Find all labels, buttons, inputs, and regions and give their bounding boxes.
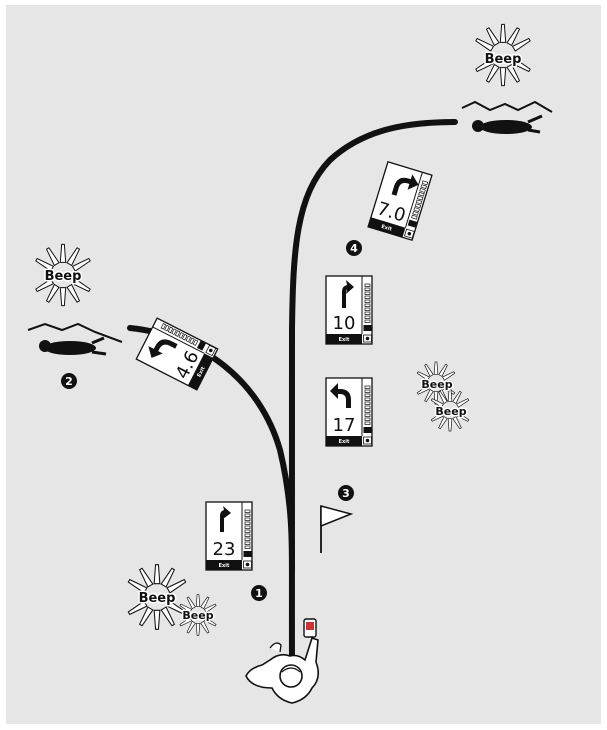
svg-text:4: 4 <box>350 242 358 255</box>
beep-label: Beep <box>421 378 452 391</box>
exit-label: Exit <box>196 365 207 378</box>
right-turn-icon <box>391 174 419 196</box>
svg-text:3: 3 <box>342 487 350 500</box>
gps-screen-2: 4.6 Exit <box>135 317 219 391</box>
beep-burst-middle-right: Beep Beep <box>416 361 470 432</box>
player-prone-icon <box>27 322 123 356</box>
gps-screen-5: 7.0 Exit <box>367 161 433 241</box>
distance-value: 23 <box>213 539 236 560</box>
gps-screen-3: 17 Exit <box>325 377 373 447</box>
exit-label: Exit <box>339 439 350 445</box>
exit-label: Exit <box>380 224 393 233</box>
left-turn-icon <box>330 383 351 408</box>
left-turn-icon <box>148 339 178 358</box>
straight-right-icon <box>342 280 354 308</box>
exit-label: Exit <box>339 337 350 343</box>
distance-value: 17 <box>333 415 356 436</box>
player-prone-icon <box>461 100 553 134</box>
beep-burst-left: Beep <box>34 243 92 307</box>
beep-label: Beep <box>182 609 213 622</box>
beep-label: Beep <box>435 405 466 418</box>
marker-4: 4 <box>346 240 362 256</box>
gps-screen-4: 10 Exit <box>325 275 373 345</box>
flag-icon <box>320 505 354 553</box>
marker-1: 1 <box>251 585 267 601</box>
exit-label: Exit <box>219 563 230 569</box>
beep-burst-bottom-left: Beep Beep <box>127 564 217 636</box>
beep-burst-top-right: Beep <box>474 23 532 87</box>
route-main <box>288 119 458 693</box>
svg-text:1: 1 <box>255 587 263 600</box>
svg-text:2: 2 <box>65 375 73 388</box>
distance-value: 10 <box>333 313 356 334</box>
marker-2: 2 <box>61 373 77 389</box>
marker-3: 3 <box>338 485 354 501</box>
beep-label: Beep <box>45 269 82 284</box>
beep-label: Beep <box>139 591 176 606</box>
golfer-icon <box>245 618 320 704</box>
beep-label: Beep <box>485 52 522 67</box>
gps-screen-1: 23 Exit <box>205 501 253 571</box>
straight-right-icon <box>220 506 231 532</box>
